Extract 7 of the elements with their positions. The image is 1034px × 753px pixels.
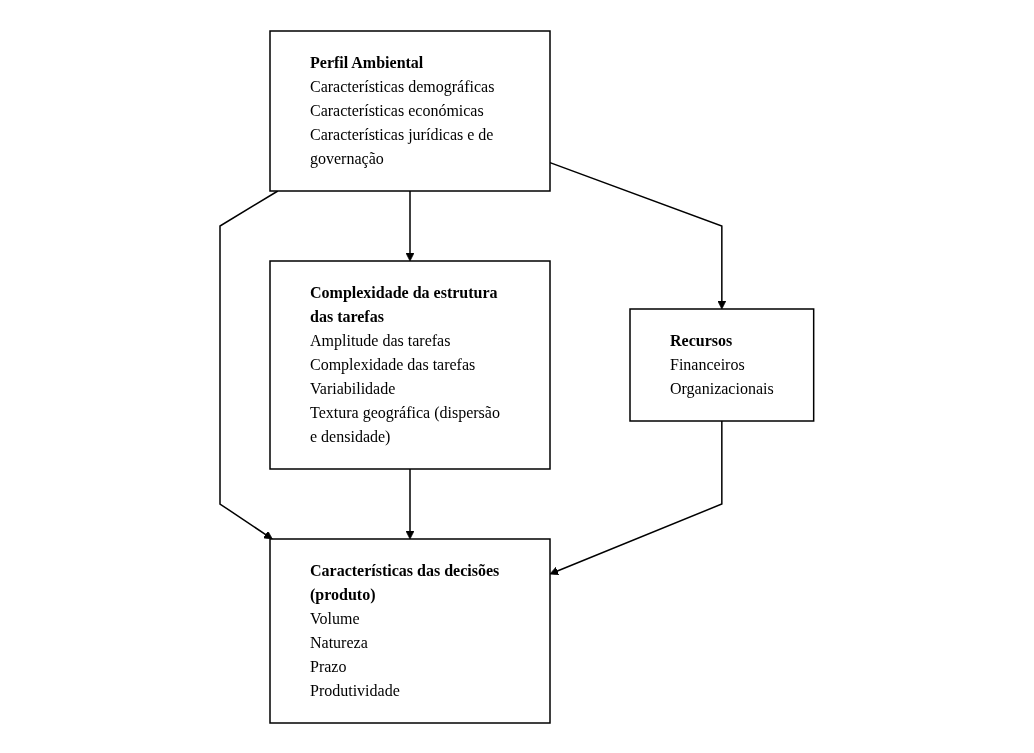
node-box: Características das decisões (produto) Volume Natureza Prazo Produtividade <box>269 537 551 724</box>
arrow <box>405 467 415 539</box>
node-box: Complexidade da estrutura das tarefas Amplitude das tarefas Complexidade das tarefas Variabilidade Textura geográfica (dispersão e densidade) <box>269 259 551 470</box>
arrow <box>405 189 415 261</box>
arrow <box>219 189 279 539</box>
node-box: Perfil Ambiental Características demográficas Características económicas Características jurídicas e de governação <box>269 29 551 192</box>
node-box: Recursos Financeiros Organizacionais <box>629 307 815 422</box>
